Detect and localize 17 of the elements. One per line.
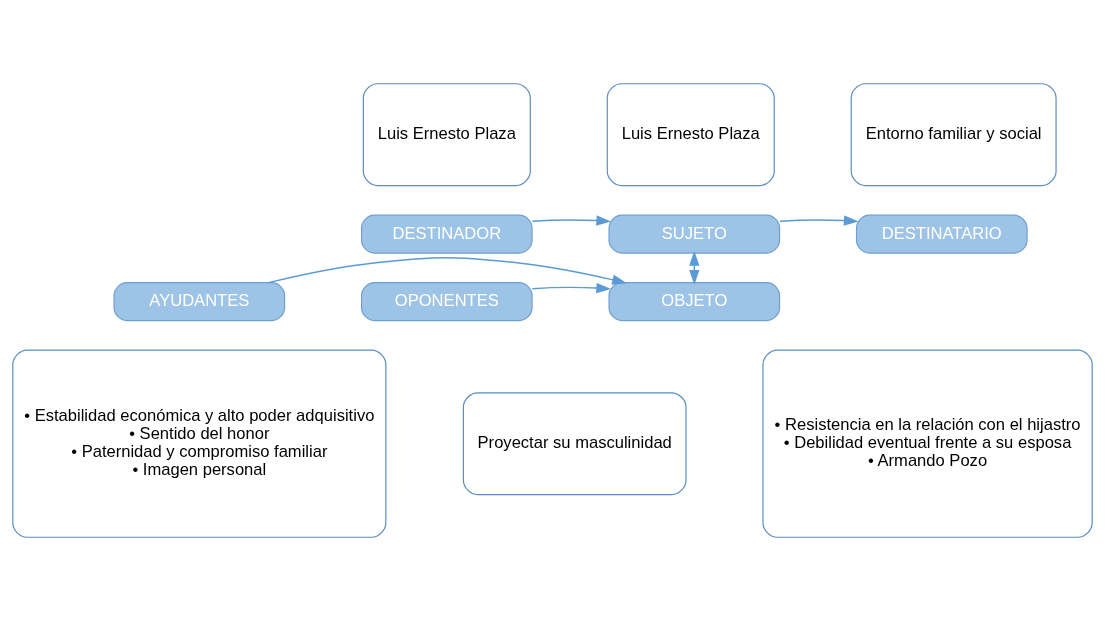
node-box: DESTINADOR [360, 214, 533, 254]
node-box: OBJETO [608, 282, 781, 322]
node-box: OPONENTES [360, 282, 533, 322]
node-box: AYUDANTES [113, 282, 286, 322]
node-box: Luis Ernesto Plaza [362, 83, 531, 187]
arrow [267, 257, 627, 285]
node-box: Luis Ernesto Plaza [606, 83, 775, 187]
node-box: SUJETO [608, 214, 781, 254]
arrow [531, 215, 612, 226]
node-box: • Resistencia en la relación con el hijastro • Debilidad eventual frente a su esposa • Armando Pozo [762, 349, 1093, 538]
node-box: DESTINATARIO [855, 214, 1028, 254]
arrow [689, 250, 700, 285]
arrow [779, 215, 859, 226]
node-box: Proyectar su masculinidad [462, 392, 687, 496]
node-box: Entorno familiar y social [850, 83, 1057, 187]
node-box: • Estabilidad económica y alto poder adquisitivo • Sentido del honor • Paternidad y compromiso familiar • Imagen personal [12, 349, 387, 538]
arrow [531, 282, 612, 294]
